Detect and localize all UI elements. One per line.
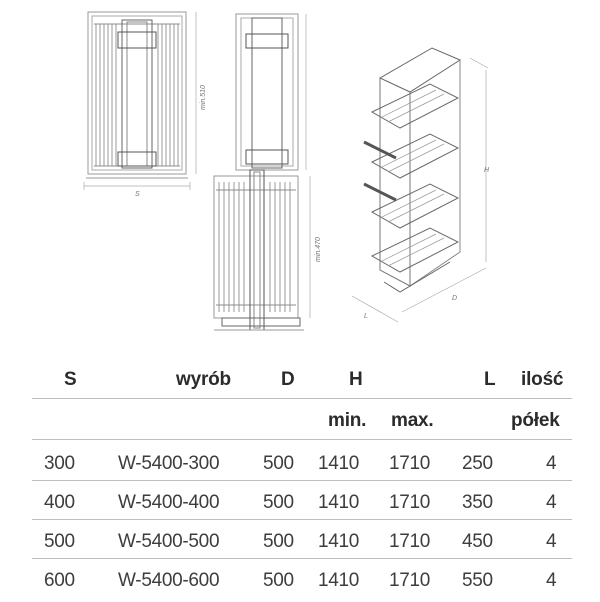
cell-shelves: 4 bbox=[546, 531, 557, 552]
cell-s: 600 bbox=[44, 570, 75, 591]
width-dim-label: S bbox=[135, 191, 140, 198]
cell-d: 500 bbox=[263, 570, 294, 591]
cell-s: 500 bbox=[44, 531, 75, 552]
technical-drawings: S min.510 min.470 bbox=[83, 11, 490, 331]
cell-s: 400 bbox=[44, 492, 75, 513]
cell-h-max: 1710 bbox=[389, 492, 431, 513]
header-divider bbox=[32, 398, 572, 399]
front-height-dim-label: min.510 bbox=[200, 85, 207, 110]
cell-shelves: 4 bbox=[546, 453, 557, 474]
cell-l: 450 bbox=[462, 531, 493, 552]
cell-d: 500 bbox=[263, 531, 294, 552]
cell-h-min: 1410 bbox=[318, 492, 360, 513]
iso-depth-dim-label: D bbox=[452, 295, 457, 302]
spec-table: S wyrób D H L ilość min. max. półek 300 … bbox=[0, 345, 600, 602]
cell-h-min: 1410 bbox=[318, 453, 360, 474]
header-product: wyrób bbox=[176, 369, 231, 390]
side-view-drawing bbox=[213, 13, 311, 331]
cell-s: 300 bbox=[44, 453, 75, 474]
cell-h-min: 1410 bbox=[318, 531, 360, 552]
row-divider bbox=[32, 480, 572, 481]
header-l: L bbox=[484, 369, 496, 390]
cell-d: 500 bbox=[263, 453, 294, 474]
cell-shelves: 4 bbox=[546, 570, 557, 591]
iso-height-dim-label: H bbox=[484, 167, 490, 174]
cell-product: W-5400-300 bbox=[118, 453, 220, 474]
cell-d: 500 bbox=[263, 492, 294, 513]
cell-h-max: 1710 bbox=[389, 453, 431, 474]
cell-l: 350 bbox=[462, 492, 493, 513]
cell-h-max: 1710 bbox=[389, 531, 431, 552]
drawings-svg: S min.510 min.470 bbox=[83, 11, 490, 331]
cell-h-max: 1710 bbox=[389, 570, 431, 591]
cell-product: W-5400-600 bbox=[118, 570, 220, 591]
header-h: H bbox=[349, 369, 363, 390]
front-view-drawing bbox=[83, 11, 197, 190]
isometric-view-drawing bbox=[351, 47, 489, 323]
header-divider-2 bbox=[32, 439, 572, 440]
iso-length-dim-label: L bbox=[364, 313, 368, 320]
cell-l: 250 bbox=[462, 453, 493, 474]
header-d: D bbox=[281, 369, 295, 390]
cell-product: W-5400-400 bbox=[118, 492, 220, 513]
cell-product: W-5400-500 bbox=[118, 531, 220, 552]
header-s: S bbox=[64, 369, 77, 390]
row-divider bbox=[32, 558, 572, 559]
header-h-max: max. bbox=[391, 410, 434, 431]
header-shelves: ilość bbox=[521, 369, 564, 390]
header-shelves-2: półek bbox=[511, 410, 560, 431]
cell-l: 550 bbox=[462, 570, 493, 591]
cell-shelves: 4 bbox=[546, 492, 557, 513]
header-h-min: min. bbox=[328, 410, 367, 431]
cell-h-min: 1410 bbox=[318, 570, 360, 591]
row-divider bbox=[32, 519, 572, 520]
side-height-dim-label: min.470 bbox=[315, 237, 322, 262]
